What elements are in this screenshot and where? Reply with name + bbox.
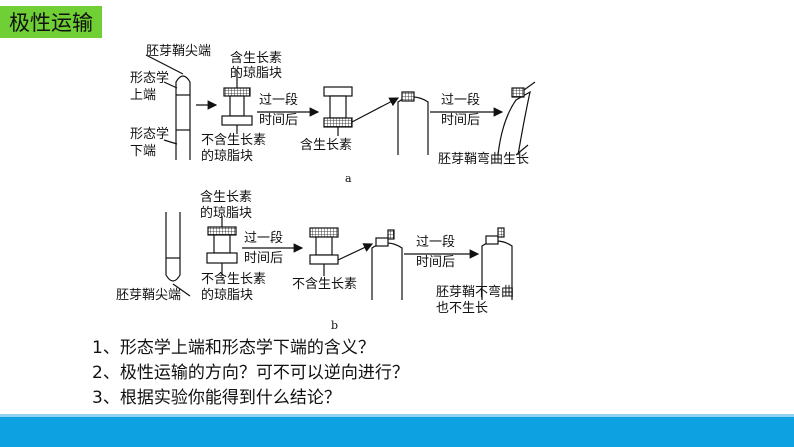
figure-a — [145, 54, 536, 160]
slide-title-box: 极性运输 — [0, 6, 102, 38]
figure-b — [165, 212, 513, 300]
footer-bar — [0, 417, 794, 447]
label-no-auxin-result: 不含生长素 — [292, 276, 357, 292]
auxin-block-a1 — [223, 87, 251, 97]
label-no-auxin-a: 不含生长素 — [201, 132, 266, 148]
plain-block-b2 — [309, 254, 339, 265]
label-after-time-a1: 过一段 — [259, 93, 298, 108]
label-tip-a: 胚芽鞘尖端 — [146, 44, 211, 59]
label-contains-auxin: 含生长素 — [300, 137, 352, 153]
label-with-auxin-a: 含生长素 — [230, 50, 282, 66]
coleoptile-tube-b — [165, 212, 181, 282]
label-after-time-b2-2: 时间后 — [416, 255, 455, 270]
auxin-block-a3 — [401, 91, 415, 102]
label-after-time-b2: 过一段 — [416, 235, 455, 250]
bent-coleoptile — [497, 90, 531, 156]
label-no-auxin-a-2: 的琼脂块 — [201, 148, 253, 164]
label-after-time-a1-2: 时间后 — [259, 113, 298, 128]
label-with-auxin-b: 含生长素 — [200, 189, 252, 205]
label-result-b: 胚芽鞘不弯曲 — [436, 284, 514, 300]
label-after-time-b1-2: 时间后 — [244, 251, 283, 266]
label-with-auxin-b-2: 的琼脂块 — [200, 205, 252, 221]
auxin-block-b2 — [309, 227, 339, 238]
label-lower-end: 形态学 — [130, 126, 169, 142]
label-no-auxin-b: 不含生长素 — [201, 271, 266, 287]
label-after-time-a2: 过一段 — [441, 93, 480, 108]
label-upper-end-2: 上端 — [130, 88, 156, 103]
footer-stripe — [0, 414, 794, 417]
coleoptile-tube-a — [175, 75, 191, 160]
caption-b: b — [331, 319, 338, 332]
auxin-block-b1 — [207, 226, 237, 236]
plain-block-b1 — [206, 252, 238, 264]
label-result-b-2: 也不生长 — [436, 301, 488, 316]
plain-block-b4 — [485, 235, 499, 245]
figure-b-labels: 含生长素 的琼脂块 过一段 时间后 不含生长素 的琼脂块 胚芽鞘尖端 不含生长素… — [116, 189, 514, 332]
label-tip-b: 胚芽鞘尖端 — [116, 288, 181, 303]
label-upper-end: 形态学 — [130, 70, 169, 86]
plain-block-b3 — [375, 237, 389, 247]
label-with-auxin-a-2: 的琼脂块 — [230, 65, 282, 81]
auxin-block-a2 — [323, 117, 353, 128]
label-after-time-b1: 过一段 — [244, 231, 283, 246]
label-after-time-a2-2: 时间后 — [441, 113, 480, 128]
label-no-auxin-b-2: 的琼脂块 — [201, 287, 253, 303]
plain-block-a1 — [221, 115, 253, 126]
label-lower-end-2: 下端 — [130, 144, 156, 159]
label-result-a: 胚芽鞘弯曲生长 — [438, 151, 529, 167]
figure-a-labels: 胚芽鞘尖端 形态学 上端 形态学 下端 含生长素 的琼脂块 不含生长素 的琼脂块… — [130, 44, 529, 185]
question-1: 1、形态学上端和形态学下端的含义？ — [92, 338, 375, 358]
plain-block-a2 — [323, 86, 353, 97]
caption-a: a — [345, 172, 352, 185]
question-3: 3、根据实验你能得到什么结论？ — [92, 388, 341, 408]
question-2: 2、极性运输的方向？可不可以逆向进行？ — [92, 363, 409, 383]
slide-title: 极性运输 — [9, 11, 93, 35]
